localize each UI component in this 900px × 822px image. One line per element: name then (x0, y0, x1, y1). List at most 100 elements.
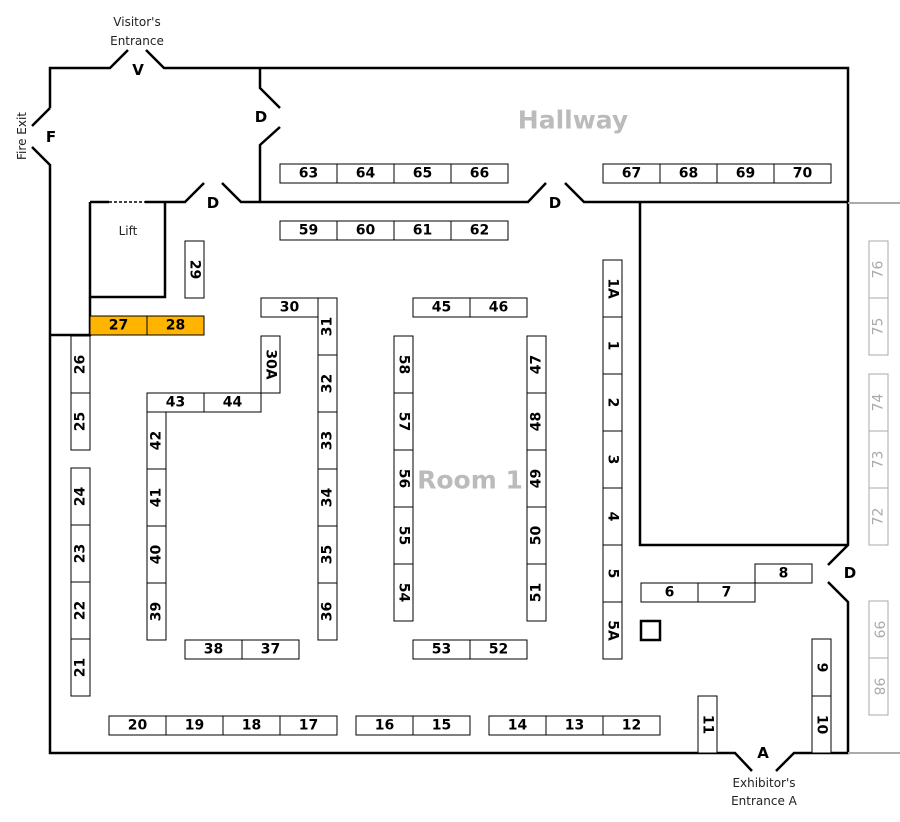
booth-number: 48 (529, 412, 545, 431)
booth-1[interactable]: 1 (602, 316, 623, 375)
small-square-marker (639, 619, 662, 642)
booth-10[interactable]: 10 (811, 695, 832, 754)
booth-21[interactable]: 21 (70, 638, 91, 697)
booth-74[interactable]: 74 (868, 373, 889, 432)
booth-67[interactable]: 67 (602, 163, 661, 184)
booth-53[interactable]: 53 (412, 639, 471, 660)
door-hallway-upper[interactable]: D (255, 108, 267, 126)
exhibitor-entrance-door[interactable]: A (757, 744, 769, 762)
booth-37[interactable]: 37 (241, 639, 300, 660)
booth-30A[interactable]: 30A (260, 335, 281, 394)
booth-66[interactable]: 66 (450, 163, 509, 184)
booth-14[interactable]: 14 (488, 715, 547, 736)
booth-2[interactable]: 2 (602, 373, 623, 432)
booth-number: 47 (529, 355, 545, 374)
booth-30[interactable]: 30 (260, 297, 319, 318)
booth-70[interactable]: 70 (773, 163, 832, 184)
door-hallway-right[interactable]: D (549, 194, 561, 212)
booth-3[interactable]: 3 (602, 430, 623, 489)
booth-4[interactable]: 4 (602, 487, 623, 546)
booth-33[interactable]: 33 (317, 411, 338, 470)
booth-35[interactable]: 35 (317, 525, 338, 584)
booth-number: 62 (470, 223, 489, 239)
booth-68[interactable]: 68 (659, 163, 718, 184)
booth-64[interactable]: 64 (336, 163, 395, 184)
booth-73[interactable]: 73 (868, 430, 889, 489)
booth-1A[interactable]: 1A (602, 259, 623, 318)
booth-36[interactable]: 36 (317, 582, 338, 641)
booth-6[interactable]: 6 (640, 582, 699, 603)
booth-61[interactable]: 61 (393, 220, 452, 241)
booth-42[interactable]: 42 (146, 411, 167, 470)
booth-38[interactable]: 38 (184, 639, 243, 660)
booth-outline (393, 563, 414, 622)
booth-24[interactable]: 24 (70, 467, 91, 526)
booth-75[interactable]: 75 (868, 297, 889, 356)
booth-7[interactable]: 7 (697, 582, 756, 603)
booth-8[interactable]: 8 (754, 563, 813, 584)
booth-28[interactable]: 28 (146, 315, 205, 336)
booth-98[interactable]: 98 (868, 657, 889, 716)
booth-15[interactable]: 15 (412, 715, 471, 736)
booth-62[interactable]: 62 (450, 220, 509, 241)
booth-17[interactable]: 17 (279, 715, 338, 736)
booth-number: 54 (396, 583, 412, 603)
door-hallway-left[interactable]: D (207, 194, 219, 212)
booth-number: 20 (128, 718, 148, 734)
booth-57[interactable]: 57 (393, 392, 414, 451)
booth-44[interactable]: 44 (203, 392, 262, 413)
booth-31[interactable]: 31 (317, 297, 338, 356)
booth-25[interactable]: 25 (70, 392, 91, 451)
fire-exit-door[interactable]: F (46, 128, 56, 146)
booth-22[interactable]: 22 (70, 581, 91, 640)
booth-50[interactable]: 50 (526, 506, 547, 565)
booth-55[interactable]: 55 (393, 506, 414, 565)
booth-34[interactable]: 34 (317, 468, 338, 527)
booth-56[interactable]: 56 (393, 449, 414, 508)
booth-43[interactable]: 43 (146, 392, 205, 413)
booth-outline (868, 657, 889, 716)
booth-23[interactable]: 23 (70, 524, 91, 583)
booth-72[interactable]: 72 (868, 487, 889, 546)
booth-40[interactable]: 40 (146, 525, 167, 584)
booth-16[interactable]: 16 (355, 715, 414, 736)
booth-27[interactable]: 27 (89, 315, 148, 336)
booth-outline (450, 163, 509, 184)
booth-63[interactable]: 63 (279, 163, 338, 184)
booth-52[interactable]: 52 (469, 639, 528, 660)
booth-45[interactable]: 45 (412, 297, 471, 318)
booth-46[interactable]: 46 (469, 297, 528, 318)
booth-outline (317, 582, 338, 641)
booth-60[interactable]: 60 (336, 220, 395, 241)
booth-5[interactable]: 5 (602, 544, 623, 603)
door-east[interactable]: D (844, 564, 856, 582)
booth-13[interactable]: 13 (545, 715, 604, 736)
booth-48[interactable]: 48 (526, 392, 547, 451)
booth-51[interactable]: 51 (526, 563, 547, 622)
booth-54[interactable]: 54 (393, 563, 414, 622)
booth-39[interactable]: 39 (146, 582, 167, 641)
booth-19[interactable]: 19 (165, 715, 224, 736)
visitor-entrance-door[interactable]: V (132, 61, 144, 79)
booth-49[interactable]: 49 (526, 449, 547, 508)
booth-41[interactable]: 41 (146, 468, 167, 527)
booth-69[interactable]: 69 (716, 163, 775, 184)
booth-58[interactable]: 58 (393, 335, 414, 394)
booth-29[interactable]: 29 (184, 240, 205, 299)
booth-outline (146, 315, 205, 336)
booth-32[interactable]: 32 (317, 354, 338, 413)
booth-20[interactable]: 20 (108, 715, 167, 736)
booth-47[interactable]: 47 (526, 335, 547, 394)
booth-65[interactable]: 65 (393, 163, 452, 184)
booth-99[interactable]: 99 (868, 600, 889, 659)
booth-5A[interactable]: 5A (602, 601, 623, 660)
booth-59[interactable]: 59 (279, 220, 338, 241)
booth-11[interactable]: 11 (697, 695, 718, 754)
booth-outline (241, 639, 300, 660)
booth-18[interactable]: 18 (222, 715, 281, 736)
booth-26[interactable]: 26 (70, 335, 91, 394)
booth-9[interactable]: 9 (811, 638, 832, 697)
booth-outline (450, 220, 509, 241)
booth-76[interactable]: 76 (868, 240, 889, 299)
booth-12[interactable]: 12 (602, 715, 661, 736)
